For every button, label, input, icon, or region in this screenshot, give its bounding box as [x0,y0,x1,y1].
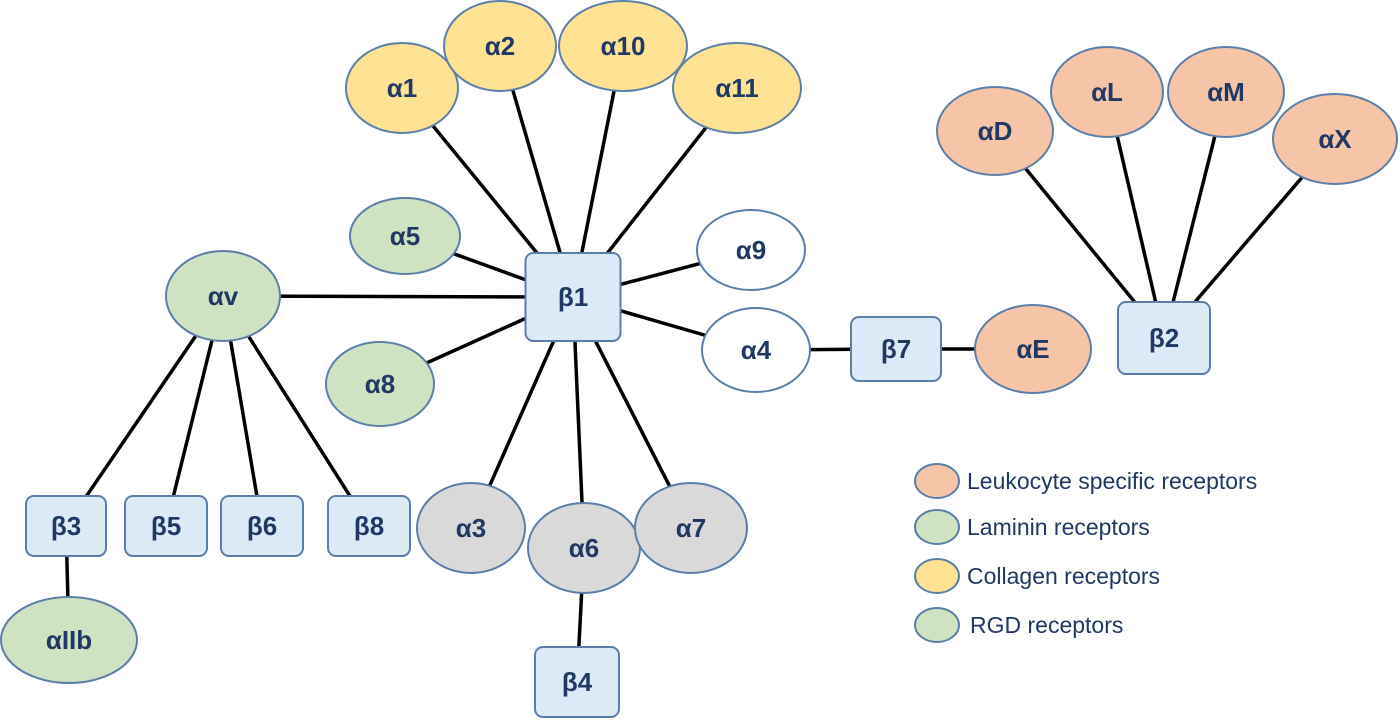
node-b3: β3 [25,495,107,557]
beta-box-b2 [1117,301,1211,375]
node-a11: α11 [672,42,802,134]
beta-box-b4 [534,646,620,718]
node-label-aIIb: αIIb [46,625,92,655]
legend-swatch-laminin [914,509,960,545]
alpha-ellipse-a3 [416,482,526,574]
node-a3: α3 [416,482,526,574]
node-label-b8: β8 [354,511,384,541]
node-label-a9: α9 [736,235,766,265]
node-a9: α9 [696,209,806,291]
node-a2: α2 [443,0,557,92]
node-a7: α7 [634,482,748,574]
node-label-b4: β4 [562,667,593,697]
node-b7: β7 [850,316,942,382]
node-label-a5: α5 [390,221,420,251]
alpha-ellipse-a7 [634,482,748,574]
node-label-b2: β2 [1149,323,1179,353]
node-label-a8: α8 [365,369,395,399]
legend-label-leukocyte: Leukocyte specific receptors [967,468,1257,494]
alpha-ellipse-aD [936,86,1054,176]
node-aM: αM [1167,46,1285,138]
node-b4: β4 [534,646,620,718]
alpha-ellipse-aM [1167,46,1285,138]
node-label-aL: αL [1091,77,1123,107]
node-label-aD: αD [978,116,1013,146]
node-label-b6: β6 [247,511,277,541]
node-label-av: αv [208,281,239,311]
node-label-a1: α1 [387,73,417,103]
alpha-ellipse-aE [974,304,1092,394]
edge-b1-av [221,294,575,299]
node-a4: α4 [701,307,811,393]
node-label-b5: β5 [151,511,181,541]
beta-box-b1 [524,252,622,342]
beta-box-b8 [327,495,411,557]
alpha-ellipse-aX [1272,93,1398,185]
node-label-a2: α2 [485,31,515,61]
node-label-a11: α11 [715,73,758,103]
node-a5: α5 [349,197,461,275]
alpha-ellipse-a9 [696,209,806,291]
alpha-ellipse-aL [1050,46,1164,138]
node-label-a6: α6 [569,533,599,563]
legend-swatch-leukocyte [914,463,960,499]
alpha-ellipse-a10 [558,0,688,92]
alpha-ellipse-a8 [325,341,435,427]
node-a10: α10 [558,0,688,92]
alpha-ellipse-a4 [701,307,811,393]
node-aL: αL [1050,46,1164,138]
node-b6: β6 [220,495,304,557]
node-aD: αD [936,86,1054,176]
node-a8: α8 [325,341,435,427]
node-aE: αE [974,304,1092,394]
node-av: αv [165,250,281,342]
node-b8: β8 [327,495,411,557]
node-label-a10: α10 [601,31,646,61]
alpha-ellipse-av [165,250,281,342]
legend-label-laminin: Laminin receptors [967,514,1150,540]
beta-box-b5 [124,495,208,557]
alpha-ellipse-aIIb [0,596,138,684]
node-label-aE: αE [1016,334,1049,364]
node-a6: α6 [527,502,641,594]
beta-box-b7 [850,316,942,382]
node-label-b3: β3 [51,511,81,541]
alpha-ellipse-a11 [672,42,802,134]
node-label-aX: αX [1318,124,1352,154]
legend-label-collagen: Collagen receptors [967,563,1160,589]
legend-label-rgd: RGD receptors [970,612,1123,638]
node-label-a7: α7 [676,513,706,543]
node-label-aM: αM [1207,77,1245,107]
node-aIIb: αIIb [0,596,138,684]
alpha-ellipse-a5 [349,197,461,275]
beta-box-b6 [220,495,304,557]
node-aX: αX [1272,93,1398,185]
node-a1: α1 [345,42,459,134]
node-label-a3: α3 [456,513,486,543]
legend-swatch-rgd [914,607,960,643]
node-b1: β1 [524,252,622,342]
legend-swatch-collagen [914,558,960,594]
alpha-ellipse-a1 [345,42,459,134]
node-b5: β5 [124,495,208,557]
beta-box-b3 [25,495,107,557]
node-label-b1: β1 [558,282,588,312]
alpha-ellipse-a2 [443,0,557,92]
node-label-b7: β7 [881,334,911,364]
node-label-a4: α4 [741,335,772,365]
node-b2: β2 [1117,301,1211,375]
